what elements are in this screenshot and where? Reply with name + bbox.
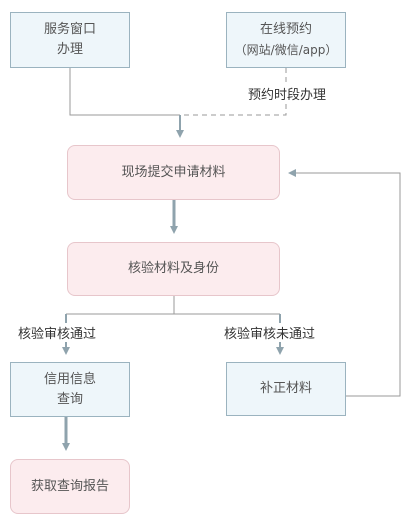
node-service-window-line2: 办理: [56, 42, 83, 57]
node-credit-query-line2: 查询: [56, 391, 83, 407]
connector-online-booking: [180, 68, 287, 116]
node-online-booking: 在线预约 （网站/微信/app）: [226, 12, 346, 68]
node-onsite-submit: 现场提交申请材料: [67, 145, 280, 200]
connector-service-window: [69, 68, 180, 116]
label-passed: 核验审核通过: [16, 323, 99, 342]
node-supplement: 补正材料: [226, 362, 346, 416]
connector-supplement-loop: [288, 169, 401, 397]
node-online-booking-line2: （网站/微信/app）: [234, 43, 338, 57]
node-supplement-text: 补正材料: [259, 381, 312, 396]
node-get-report-text: 获取查询报告: [30, 478, 109, 494]
label-booking-slot: 预约时段办理: [246, 84, 329, 103]
node-onsite-submit-text: 现场提交申请材料: [121, 164, 226, 180]
node-service-window-line1: 服务窗口: [43, 22, 96, 37]
node-credit-query-line1: 信用信息: [43, 371, 96, 387]
node-service-window: 服务窗口 办理: [10, 12, 130, 68]
connector-verify-split: [66, 296, 280, 315]
node-get-report: 获取查询报告: [10, 459, 130, 514]
node-verify-text: 核验材料及身份: [127, 261, 219, 276]
node-verify: 核验材料及身份: [67, 242, 280, 296]
node-credit-query: 信用信息 查询: [10, 362, 130, 417]
label-failed: 核验审核未通过: [222, 323, 318, 342]
node-online-booking-line1: 在线预约: [259, 22, 312, 37]
